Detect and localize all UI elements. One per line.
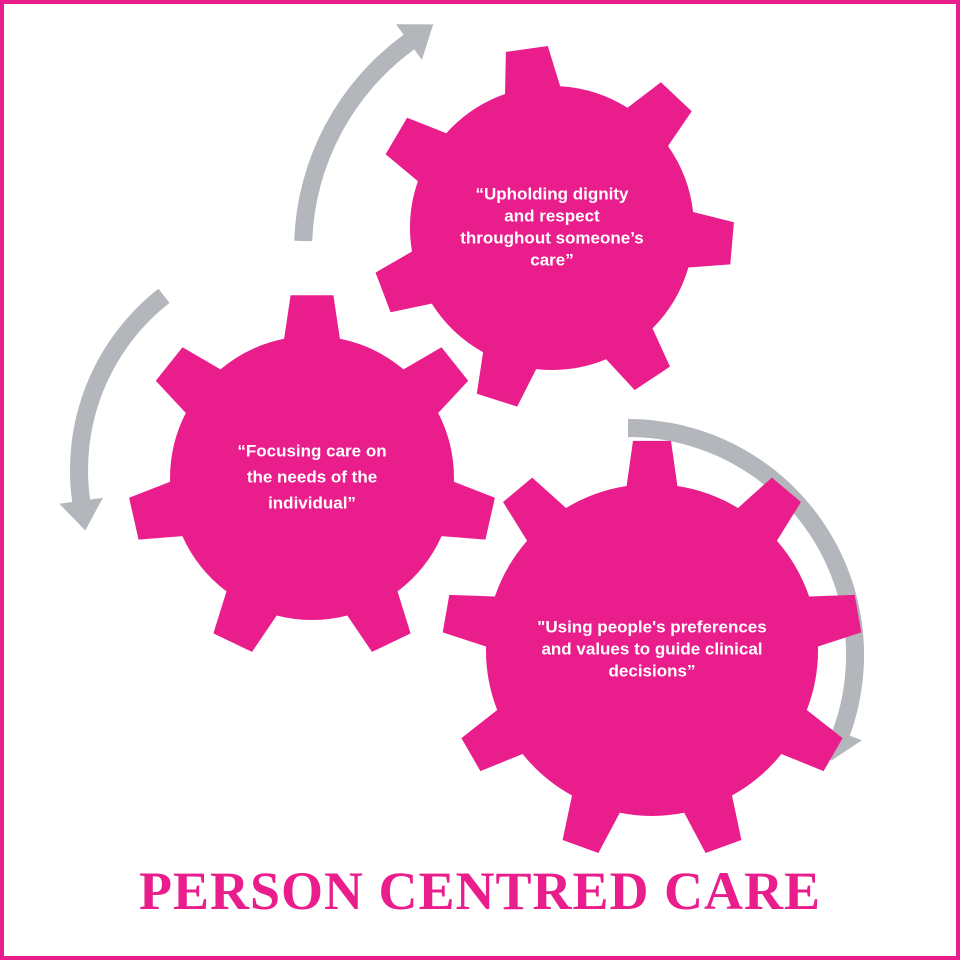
page-title: PERSON CENTRED CARE: [138, 861, 822, 921]
gear-left-text-line: the needs of the: [247, 467, 377, 486]
gear-left-text-line: “Focusing care on: [237, 441, 386, 460]
left-arrow-icon: [59, 288, 170, 531]
gear-right: "Using people's preferences and values to…: [442, 440, 862, 853]
gear-top-text-line: care”: [530, 250, 573, 269]
gear-left-icon: [129, 295, 495, 652]
gear-left: “Focusing care on the needs of the individ…: [129, 295, 495, 652]
right-arrow-icon: [628, 419, 865, 761]
gear-right-text-line: "Using people's preferences: [537, 617, 766, 636]
gear-top-text-line: and respect: [504, 206, 600, 225]
gear-left-text-line: individual”: [268, 493, 356, 512]
gear-top-icon: [375, 46, 734, 407]
gear-top: “Upholding dignity and respect throughout …: [375, 46, 734, 407]
gear-top-text-line: “Upholding dignity: [476, 184, 630, 203]
gear-top-text-line: throughout someone’s: [460, 228, 644, 247]
gear-right-icon: [442, 440, 862, 853]
gear-right-text-line: decisions”: [609, 661, 696, 680]
gear-right-text-line: and values to guide clinical: [541, 639, 762, 658]
top-left-arrow-icon: [294, 24, 434, 242]
